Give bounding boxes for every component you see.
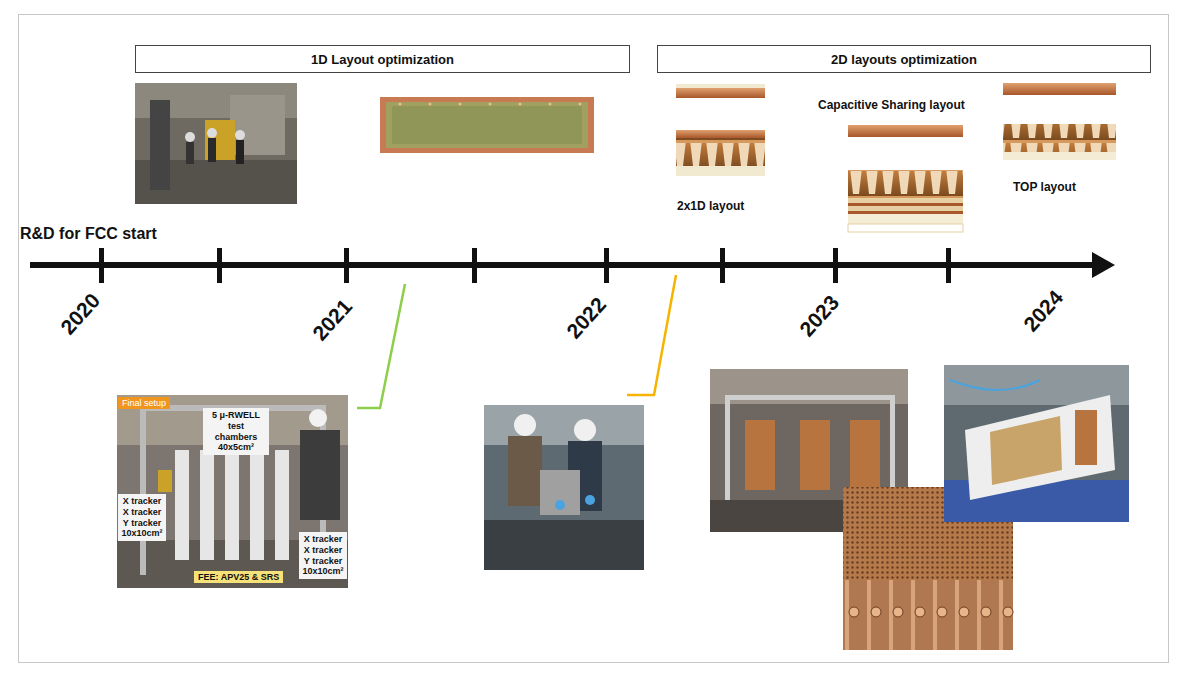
photo-callout: FEE: APV25 & SRS <box>194 571 283 583</box>
year-label: 2020 <box>55 289 104 340</box>
year-label: 2023 <box>794 291 843 342</box>
photo-callout: 5 μ-RWELL test chambers 40x5cm² <box>203 408 269 455</box>
year-label: 2022 <box>561 293 610 344</box>
photo-tag: Final setup <box>118 397 170 409</box>
year-label: 2021 <box>307 295 356 346</box>
phase-title: 1D Layout optimization <box>311 52 454 67</box>
layout-caption: 2x1D layout <box>677 199 744 213</box>
year-label: 2024 <box>1018 286 1067 337</box>
phase-bar: 2D layouts optimization <box>657 45 1151 73</box>
layout-caption: Capacitive Sharing layout <box>818 98 965 112</box>
photo-callout: X tracker X tracker Y tracker 10x10cm² <box>118 494 166 541</box>
phase-bar: 1D Layout optimization <box>135 45 630 73</box>
photo-callout: X tracker X tracker Y tracker 10x10cm² <box>299 532 347 579</box>
start-label: R&D for FCC start <box>20 225 157 243</box>
layout-caption: TOP layout <box>1013 180 1076 194</box>
phase-title: 2D layouts optimization <box>831 52 977 67</box>
